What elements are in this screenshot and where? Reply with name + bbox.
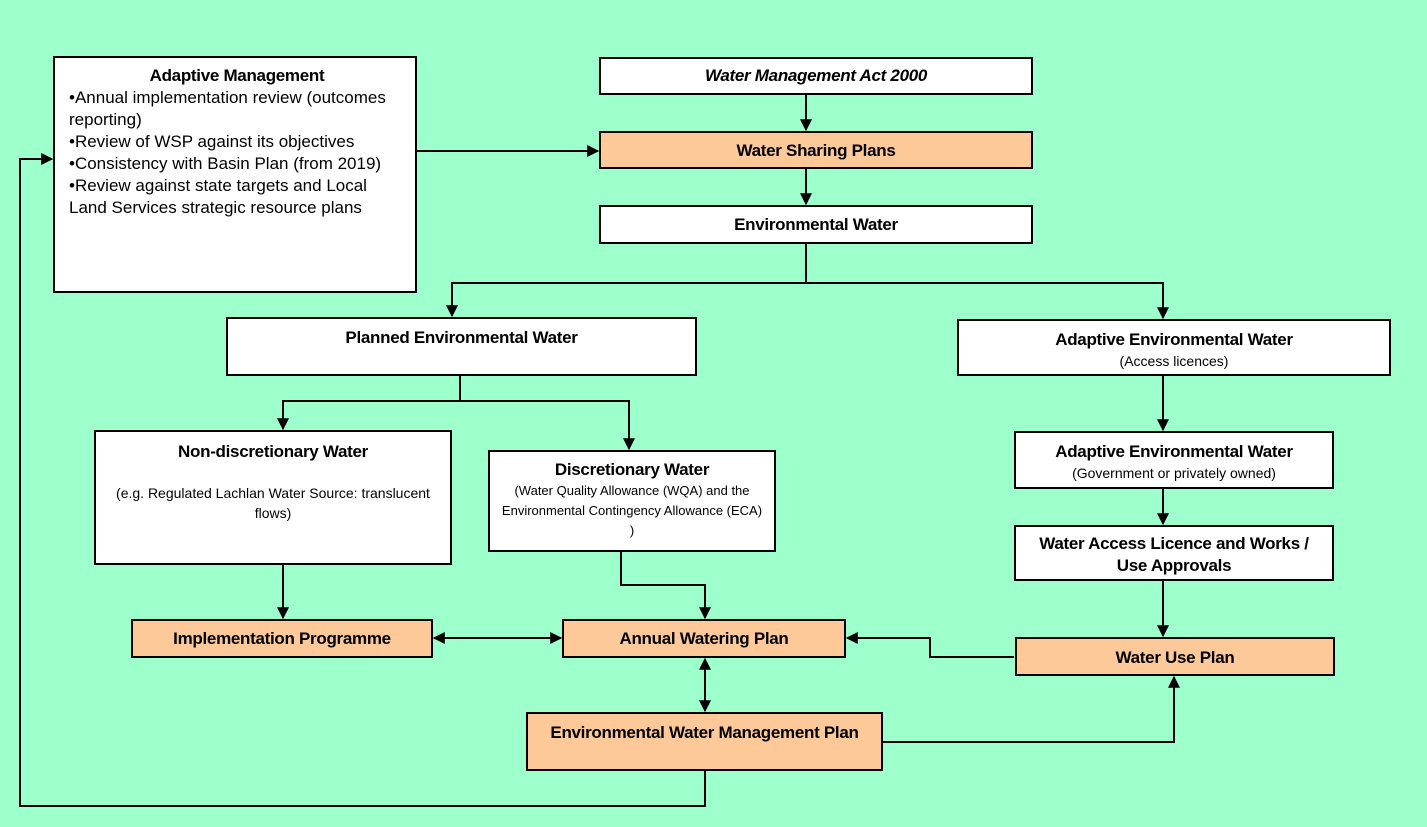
non-discretionary-water-box: Non-discretionary Water (e.g. Regulated … <box>94 430 452 565</box>
adaptive-management-item: •Review of WSP against its objectives <box>69 132 355 151</box>
adaptive-environmental-water-owned-box: Adaptive Environmental Water (Government… <box>1014 431 1334 489</box>
arrow-water-use-plan-to-annual <box>845 632 1014 658</box>
environmental-water-box: Environmental Water <box>599 205 1033 244</box>
implementation-programme-box: Implementation Programme <box>131 619 433 658</box>
discretionary-water-title: Discretionary Water <box>554 460 710 479</box>
non-discretionary-water-subtitle: (e.g. Regulated Lachlan Water Source: tr… <box>116 485 430 521</box>
arrow-planned-to-discretionary <box>460 400 635 451</box>
adaptive-environmental-water-title: Adaptive Environmental Water <box>1055 330 1293 349</box>
adaptive-management-title: Adaptive Management <box>149 66 325 85</box>
water-use-plan-title: Water Use Plan <box>1115 648 1235 667</box>
discretionary-water-subtitle: (Water Quality Allowance (WQA) and the E… <box>501 483 763 538</box>
annual-watering-plan-title: Annual Watering Plan <box>619 629 789 648</box>
environmental-water-management-plan-box: Environmental Water Management Plan <box>526 712 883 771</box>
adaptive-management-item: •Annual implementation review (outcomes … <box>69 88 386 129</box>
adaptive-environmental-water-box: Adaptive Environmental Water (Access lic… <box>957 319 1391 376</box>
water-management-act-title: Water Management Act 2000 <box>704 66 928 85</box>
adaptive-environmental-water-subtitle: (Access licences) <box>1119 353 1229 369</box>
annual-watering-plan-box: Annual Watering Plan <box>562 619 846 658</box>
arrow-planned-to-non-discretionary <box>277 376 461 431</box>
non-discretionary-water-title: Non-discretionary Water <box>178 442 368 461</box>
connector-environmental-water-split <box>446 244 807 318</box>
environmental-water-management-plan-title: Environmental Water Management Plan <box>550 723 859 742</box>
adaptive-management-item: •Consistency with Basin Plan (from 2019) <box>69 154 382 173</box>
planned-environmental-water-box: Planned Environmental Water <box>226 317 697 376</box>
water-use-plan-box: Water Use Plan <box>1015 637 1335 676</box>
water-sharing-plans-title: Water Sharing Plans <box>736 141 896 160</box>
arrow-ewmp-to-water-use-plan <box>883 675 1180 743</box>
adaptive-environmental-water-owned-title: Adaptive Environmental Water <box>1055 442 1293 461</box>
environmental-water-title: Environmental Water <box>734 215 898 234</box>
adaptive-environmental-water-owned-subtitle: (Government or privately owned) <box>1072 465 1276 481</box>
water-sharing-plans-box: Water Sharing Plans <box>599 131 1033 169</box>
adaptive-management-box: Adaptive Management •Annual implementati… <box>53 56 417 293</box>
arrow-to-adaptive-environmental-water <box>806 282 1169 320</box>
planned-environmental-water-title: Planned Environmental Water <box>345 328 578 347</box>
arrow-discretionary-to-annual-watering-plan <box>620 552 711 620</box>
water-access-licence-box: Water Access Licence and Works / Use App… <box>1014 525 1334 581</box>
water-access-licence-title: Water Access Licence and Works / Use App… <box>1039 534 1309 575</box>
adaptive-management-item: •Review against state targets and Local … <box>69 176 367 217</box>
water-management-act-box: Water Management Act 2000 <box>599 57 1033 95</box>
implementation-programme-title: Implementation Programme <box>173 629 391 648</box>
arrow-ewmp-feedback-to-adaptive-management <box>19 153 706 807</box>
discretionary-water-box: Discretionary Water (Water Quality Allow… <box>488 450 776 552</box>
